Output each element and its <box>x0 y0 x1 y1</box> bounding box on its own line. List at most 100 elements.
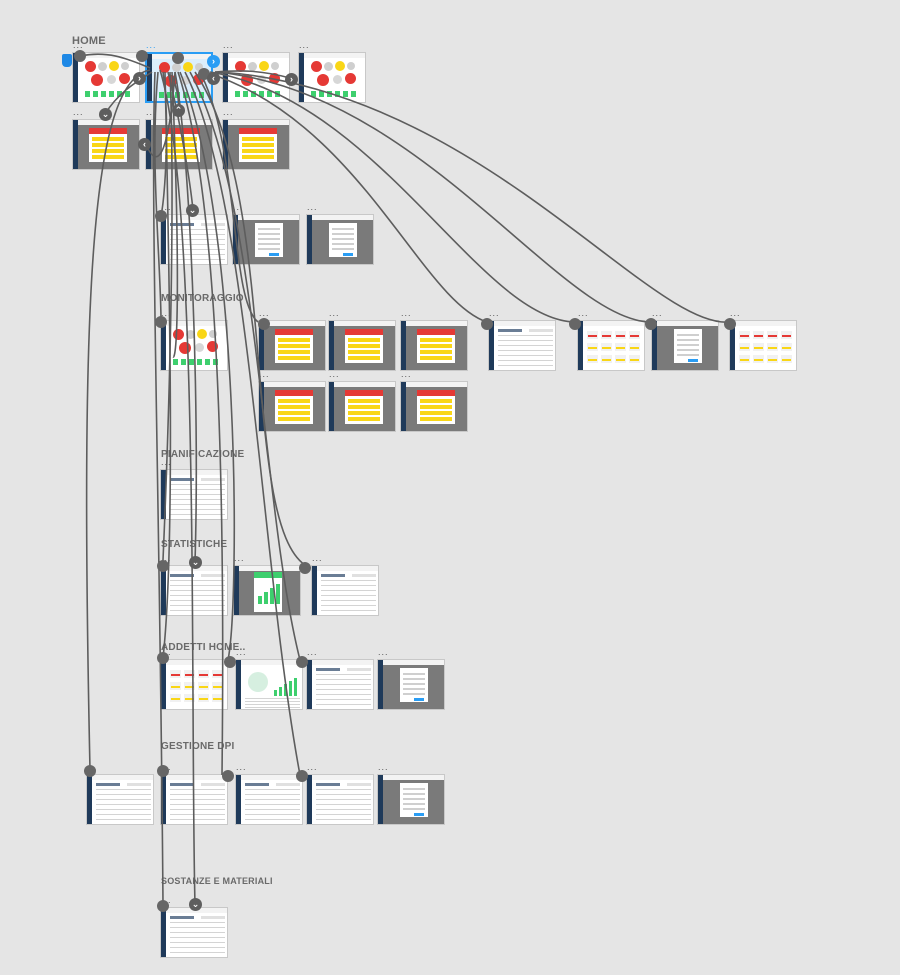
artboard-thumbnail[interactable] <box>306 659 374 710</box>
artboard-thumbnail[interactable] <box>160 214 228 265</box>
artboard-thumbnail[interactable] <box>160 565 228 616</box>
artboard-thumbnail[interactable] <box>577 320 645 371</box>
artboard-menu-icon[interactable]: ... <box>73 107 84 117</box>
artboard-thumbnail[interactable] <box>400 381 468 432</box>
artboard-menu-icon[interactable]: ... <box>259 369 270 379</box>
artboard-thumbnail[interactable] <box>258 381 326 432</box>
artboard-menu-icon[interactable]: ... <box>223 40 234 50</box>
artboard-thumbnail[interactable] <box>235 774 303 825</box>
artboard-thumbnail[interactable] <box>160 774 228 825</box>
hotspot[interactable] <box>299 562 311 574</box>
hotspot[interactable] <box>645 318 657 330</box>
hotspot[interactable] <box>155 210 167 222</box>
section-label-home: HOME <box>72 35 106 47</box>
artboard-thumbnail[interactable] <box>306 774 374 825</box>
chevron-left-icon[interactable]: ‹ <box>207 72 220 85</box>
artboard-menu-icon[interactable]: ... <box>307 762 318 772</box>
artboard-thumbnail[interactable] <box>400 320 468 371</box>
section-label-pianificazione: PIANIFICAZIONE <box>161 449 245 460</box>
artboard-thumbnail[interactable] <box>298 52 366 103</box>
chevron-right-icon[interactable]: › <box>207 55 220 68</box>
artboard-thumbnail[interactable] <box>72 119 140 170</box>
hotspot[interactable] <box>136 50 148 62</box>
artboard-menu-icon[interactable]: ... <box>312 553 323 563</box>
hotspot[interactable] <box>296 656 308 668</box>
artboard-thumbnail[interactable] <box>160 320 228 371</box>
artboard-menu-icon[interactable]: ... <box>652 308 663 318</box>
artboard-thumbnail[interactable] <box>328 381 396 432</box>
hotspot[interactable] <box>224 656 236 668</box>
hotspot[interactable] <box>155 316 167 328</box>
artboard-menu-icon[interactable]: ... <box>307 647 318 657</box>
artboard-thumbnail[interactable] <box>306 214 374 265</box>
chevron-up-icon[interactable]: ⌃ <box>172 104 185 117</box>
artboard-menu-icon[interactable]: ... <box>259 308 270 318</box>
hotspot[interactable] <box>258 318 270 330</box>
chevron-down-icon[interactable]: ⌄ <box>189 898 202 911</box>
artboard-menu-icon[interactable]: ... <box>223 107 234 117</box>
hotspot[interactable] <box>172 52 184 64</box>
artboard-menu-icon[interactable]: ... <box>236 647 247 657</box>
artboard-menu-icon[interactable]: ... <box>378 762 389 772</box>
hotspot[interactable] <box>222 770 234 782</box>
section-label-gestione-dpi: GESTIONE DPI <box>161 741 235 752</box>
artboard-thumbnail[interactable] <box>311 565 379 616</box>
artboard-menu-icon[interactable]: ... <box>378 647 389 657</box>
artboard-menu-icon[interactable]: ... <box>489 308 500 318</box>
section-label-statistiche: STATISTICHE <box>161 539 228 550</box>
artboard-thumbnail[interactable] <box>232 214 300 265</box>
artboard-thumbnail[interactable] <box>86 774 154 825</box>
artboard-menu-icon[interactable]: ... <box>73 40 84 50</box>
chevron-down-icon[interactable]: ⌄ <box>186 204 199 217</box>
chevron-right-icon[interactable]: › <box>133 72 146 85</box>
artboard-thumbnail[interactable] <box>233 565 301 616</box>
chevron-left-icon[interactable]: ‹ <box>138 138 151 151</box>
artboard-menu-icon[interactable]: ... <box>329 308 340 318</box>
artboard-thumbnail[interactable] <box>729 320 797 371</box>
artboard-menu-icon[interactable]: ... <box>578 308 589 318</box>
artboard-thumbnail[interactable] <box>235 659 303 710</box>
artboard-menu-icon[interactable]: ... <box>161 202 172 212</box>
artboard-thumbnail[interactable] <box>651 320 719 371</box>
artboard-menu-icon[interactable]: ... <box>161 457 172 467</box>
artboard-menu-icon[interactable]: ... <box>401 308 412 318</box>
artboard-thumbnail[interactable] <box>222 119 290 170</box>
section-label-monitoraggio: MONITORAGGIO <box>161 293 244 304</box>
artboard-menu-icon[interactable]: ... <box>146 40 157 50</box>
artboard-menu-icon[interactable]: ... <box>233 202 244 212</box>
artboard-menu-icon[interactable]: ... <box>161 308 172 318</box>
hotspot[interactable] <box>84 765 96 777</box>
artboard-menu-icon[interactable]: ... <box>730 308 741 318</box>
artboard-menu-icon[interactable]: ... <box>329 369 340 379</box>
chevron-down-icon[interactable]: ⌄ <box>99 108 112 121</box>
artboard-menu-icon[interactable]: ... <box>307 202 318 212</box>
chevron-right-icon[interactable]: › <box>285 73 298 86</box>
artboard-thumbnail[interactable] <box>160 469 228 520</box>
artboard-thumbnail[interactable] <box>328 320 396 371</box>
hotspot[interactable] <box>157 652 169 664</box>
artboard-menu-icon[interactable]: ... <box>234 553 245 563</box>
hotspot[interactable] <box>157 765 169 777</box>
artboard-menu-icon[interactable]: ... <box>146 107 157 117</box>
artboard-thumbnail[interactable] <box>145 119 213 170</box>
hotspot[interactable] <box>724 318 736 330</box>
artboard-thumbnail[interactable] <box>377 659 445 710</box>
artboard-thumbnail[interactable] <box>377 774 445 825</box>
artboard-thumbnail[interactable] <box>160 659 228 710</box>
hotspot[interactable] <box>296 770 308 782</box>
hotspot[interactable] <box>569 318 581 330</box>
section-label-sostanze: SOSTANZE E MATERIALI <box>161 876 273 886</box>
artboard-thumbnail[interactable] <box>222 52 290 103</box>
hotspot[interactable] <box>157 900 169 912</box>
artboard-thumbnail[interactable] <box>488 320 556 371</box>
home-flag-icon[interactable] <box>62 54 72 67</box>
artboard-menu-icon[interactable]: ... <box>236 762 247 772</box>
artboard-menu-icon[interactable]: ... <box>299 40 310 50</box>
artboard-thumbnail[interactable] <box>160 907 228 958</box>
chevron-down-icon[interactable]: ⌄ <box>189 556 202 569</box>
artboard-menu-icon[interactable]: ... <box>401 369 412 379</box>
hotspot[interactable] <box>157 560 169 572</box>
hotspot[interactable] <box>481 318 493 330</box>
hotspot[interactable] <box>74 50 86 62</box>
